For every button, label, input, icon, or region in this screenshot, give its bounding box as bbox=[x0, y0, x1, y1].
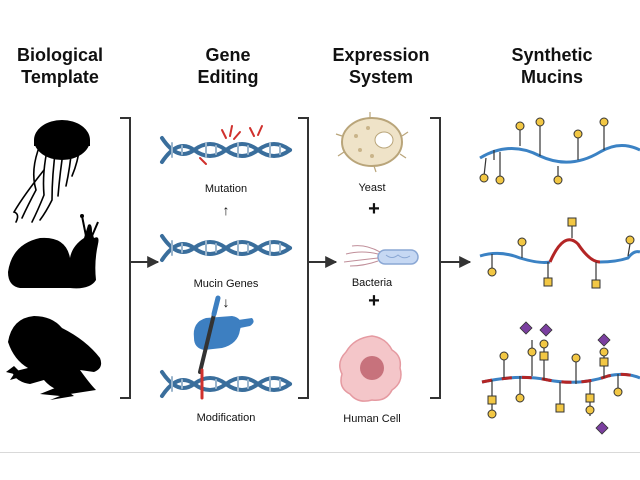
bracket-1 bbox=[120, 117, 131, 399]
human-cell-icon bbox=[339, 335, 402, 402]
up-arrow: ↑ bbox=[222, 202, 230, 218]
yeast-icon bbox=[335, 112, 409, 173]
bacteria-icon bbox=[343, 245, 419, 267]
mucin-3-icon bbox=[481, 321, 640, 435]
snail-icon bbox=[8, 214, 99, 289]
hand-pen-icon bbox=[193, 295, 254, 374]
bracket-3 bbox=[430, 117, 441, 399]
label-yeast: Yeast bbox=[358, 182, 386, 194]
plus-sign-2: + bbox=[368, 290, 380, 312]
label-mucin-genes: Mucin Genes bbox=[193, 278, 259, 290]
bottom-divider bbox=[0, 452, 640, 453]
plus-sign-1: + bbox=[368, 198, 380, 220]
label-bacteria: Bacteria bbox=[351, 277, 393, 289]
dna-mucin-genes-icon bbox=[160, 234, 292, 262]
label-human-cell: Human Cell bbox=[343, 413, 401, 425]
label-mutation: Mutation bbox=[204, 183, 248, 195]
frog-icon bbox=[6, 316, 102, 400]
mucin-1-icon bbox=[479, 117, 640, 185]
bracket-2 bbox=[298, 117, 309, 399]
mucin-2-icon bbox=[479, 217, 640, 289]
jellyfish-icon bbox=[12, 120, 90, 223]
dna-modification-icon bbox=[160, 368, 292, 400]
down-arrow: ↓ bbox=[222, 294, 230, 310]
dna-mutation-icon bbox=[160, 125, 292, 165]
label-modification: Modification bbox=[196, 412, 256, 424]
